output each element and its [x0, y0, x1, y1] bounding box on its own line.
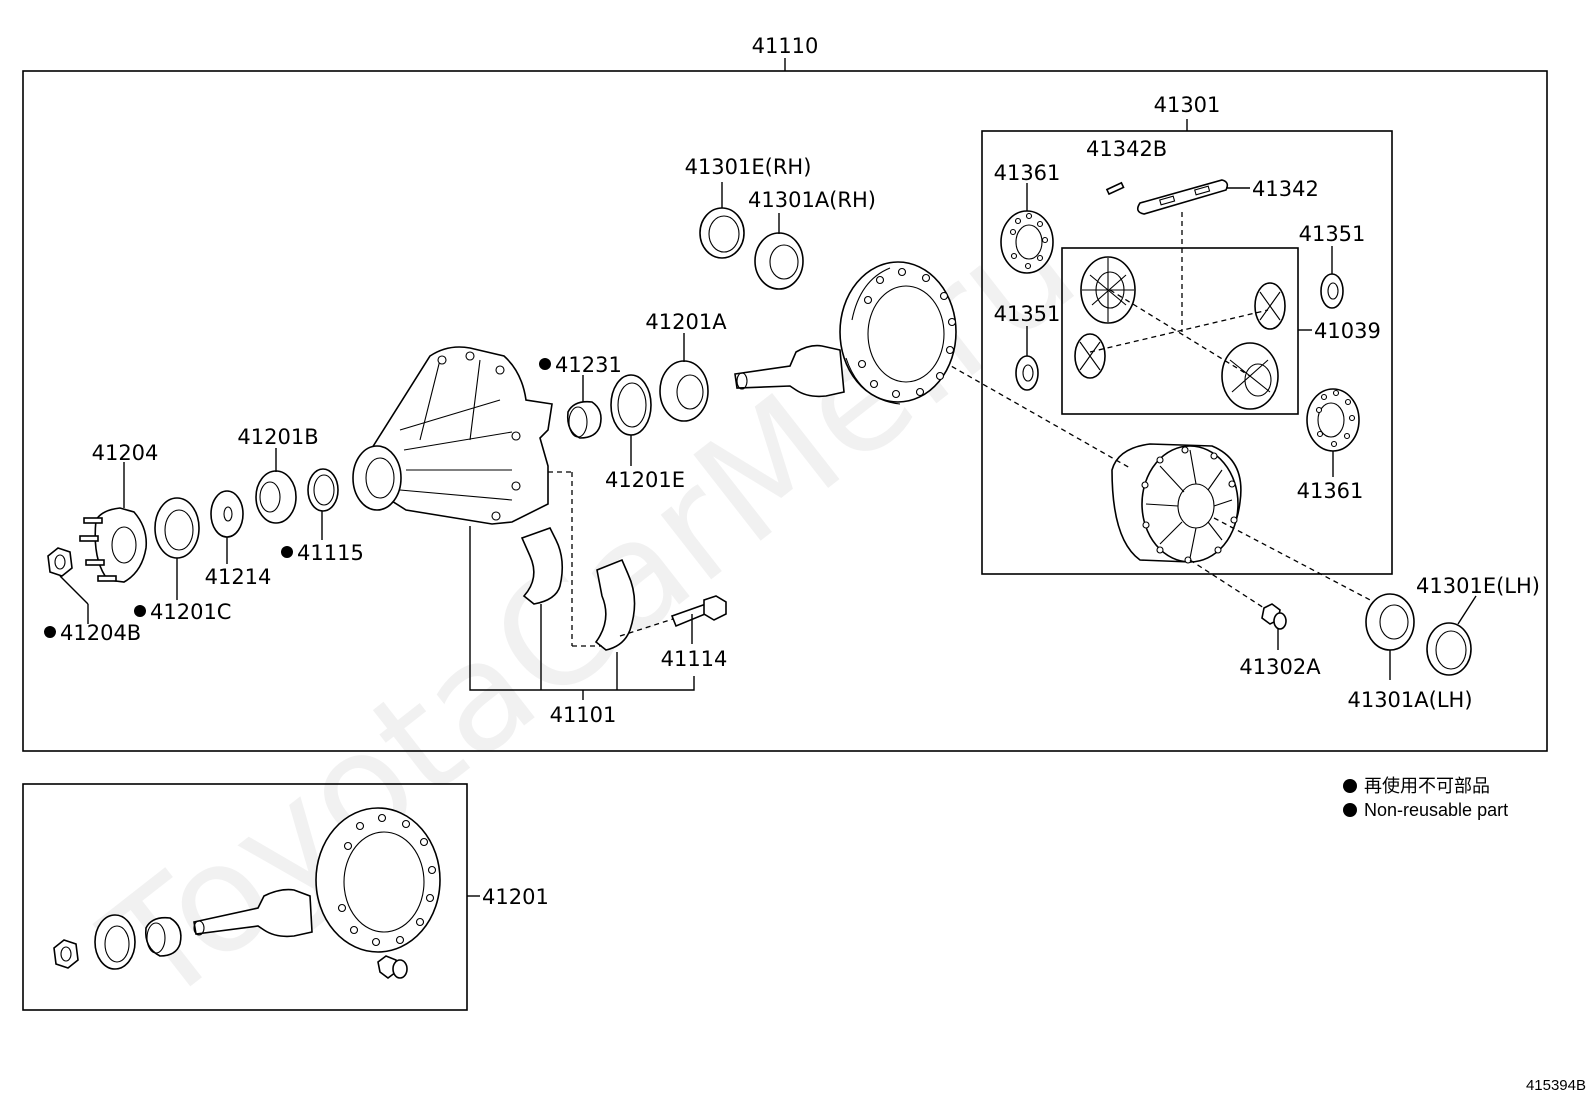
- thrust-washer-41361-top[interactable]: [1000, 210, 1054, 274]
- nut-41204b[interactable]: [47, 547, 73, 577]
- bearing-cap-lower[interactable]: [594, 558, 636, 651]
- part-label-41201a[interactable]: 41201A: [645, 310, 727, 334]
- pinion-shaft-41342[interactable]: [1136, 179, 1229, 215]
- thrust-washer-41351-right[interactable]: [1320, 273, 1344, 309]
- bearing-cap-upper[interactable]: [520, 527, 564, 605]
- part-label-41301e-rh[interactable]: 41301E(RH): [685, 155, 812, 179]
- non-reusable-marker-41204b: [44, 626, 56, 638]
- kit-nut[interactable]: [53, 939, 79, 969]
- bracket-41101: [469, 526, 695, 691]
- part-label-41301[interactable]: 41301: [1154, 93, 1221, 117]
- pinion-bearing-41201a[interactable]: [659, 360, 709, 422]
- part-label-41204b[interactable]: 41204B: [60, 621, 141, 645]
- pinion-gear-lower-left[interactable]: [1074, 333, 1106, 379]
- part-label-41351-left[interactable]: 41351: [994, 302, 1061, 326]
- bearing-race-41301e-lh[interactable]: [1426, 622, 1472, 676]
- ring-gear-and-pinion[interactable]: [734, 261, 957, 405]
- part-label-41302a[interactable]: 41302A: [1239, 655, 1321, 679]
- kit-oil-seal[interactable]: [94, 914, 136, 970]
- part-label-41361-bottom[interactable]: 41361: [1297, 479, 1364, 503]
- washer-41214[interactable]: [210, 490, 244, 538]
- part-label-41201[interactable]: 41201: [482, 885, 549, 909]
- part-label-41231[interactable]: 41231: [555, 353, 622, 377]
- gear-kit-frame: [22, 783, 468, 1011]
- oil-seal-41201c[interactable]: [154, 497, 200, 559]
- legend-text-en: Non-reusable part: [1364, 800, 1508, 820]
- part-label-41342[interactable]: 41342: [1252, 177, 1319, 201]
- part-label-41101[interactable]: 41101: [550, 703, 617, 727]
- part-label-41201e[interactable]: 41201E: [605, 468, 685, 492]
- bolt-41302a[interactable]: [1261, 603, 1287, 630]
- part-label-41039[interactable]: 41039: [1314, 319, 1381, 343]
- figure-reference: 415394B: [1526, 1077, 1586, 1094]
- part-label-41201b[interactable]: 41201B: [237, 425, 318, 449]
- bearing-race-41301e-rh[interactable]: [699, 207, 745, 259]
- bolt-41114[interactable]: [670, 595, 727, 628]
- part-label-41114[interactable]: 41114: [661, 647, 728, 671]
- part-label-41351-right[interactable]: 41351: [1299, 222, 1366, 246]
- non-reusable-marker-41231: [539, 358, 551, 370]
- thrust-washer-41351-left[interactable]: [1015, 355, 1039, 391]
- side-bearing-41301a-lh[interactable]: [1365, 593, 1415, 651]
- oil-seal-41115[interactable]: [307, 468, 339, 512]
- part-label-41201c[interactable]: 41201C: [150, 600, 231, 624]
- part-label-41301e-lh[interactable]: 41301E(LH): [1416, 574, 1540, 598]
- side-gear-upper[interactable]: [1080, 256, 1136, 324]
- kit-spacer[interactable]: [144, 916, 182, 957]
- legend-text-jp: 再使用不可部品: [1364, 776, 1490, 796]
- thrust-washer-41361-bottom[interactable]: [1306, 388, 1360, 452]
- legend-dot-en: [1343, 803, 1357, 817]
- part-label-41214[interactable]: 41214: [205, 565, 272, 589]
- non-reusable-marker-41201c: [134, 605, 146, 617]
- legend-dot-jp: [1343, 779, 1357, 793]
- part-label-41110[interactable]: 41110: [752, 34, 819, 58]
- part-label-41301a-rh[interactable]: 41301A(RH): [748, 188, 876, 212]
- kit-bolt[interactable]: [377, 955, 408, 979]
- part-label-41361-top[interactable]: 41361: [994, 161, 1061, 185]
- non-reusable-marker-41115: [281, 546, 293, 558]
- pinion-gear-upper-right[interactable]: [1254, 282, 1286, 330]
- part-label-41115[interactable]: 41115: [297, 541, 364, 565]
- part-label-41204[interactable]: 41204: [92, 441, 159, 465]
- pinion-gear-kit-frame: [1061, 247, 1299, 415]
- differential-carrier-housing[interactable]: [352, 346, 553, 525]
- part-label-41301a-lh[interactable]: 41301A(LH): [1347, 688, 1472, 712]
- kit-ring-gear-and-pinion[interactable]: [193, 807, 441, 953]
- spacer-41231[interactable]: [566, 400, 602, 439]
- part-label-41342b[interactable]: 41342B: [1086, 137, 1167, 161]
- companion-flange-41204[interactable]: [79, 507, 148, 583]
- side-bearing-41301a-rh[interactable]: [754, 232, 804, 290]
- bearing-race-41201e[interactable]: [610, 374, 652, 436]
- differential-case[interactable]: [1111, 443, 1242, 564]
- pin-41342b[interactable]: [1105, 181, 1125, 196]
- pinion-bearing-41201b[interactable]: [255, 470, 297, 524]
